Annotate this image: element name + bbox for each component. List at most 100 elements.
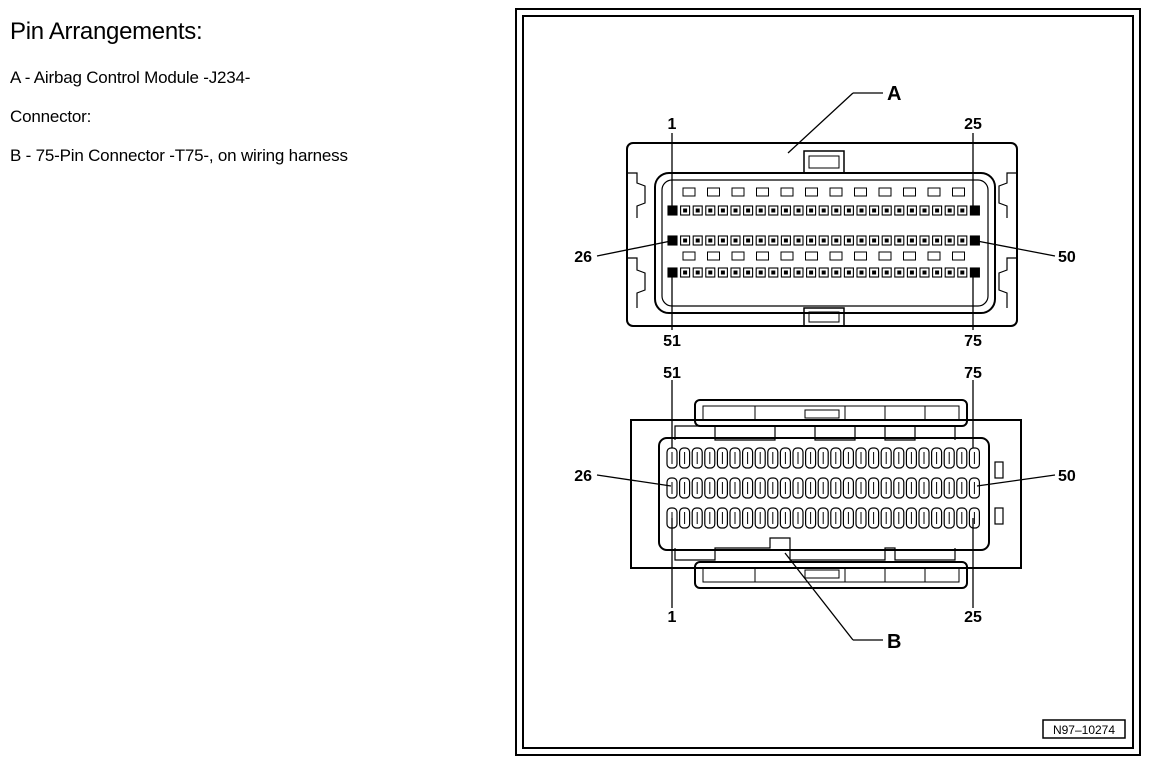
pin-cavity-b [817,447,829,469]
pin-contact-a [947,208,952,213]
pin-contact-a [872,270,877,275]
pin-contact-a [771,208,776,213]
pin-contact-a [846,208,851,213]
pin-cavity-a [743,205,754,216]
pin-contact-a [884,208,889,213]
pin-cavity-a [705,235,716,246]
connector-a-bottom-latch [803,307,845,327]
reference-box [1042,719,1126,739]
connector-text: Connector: [10,107,92,126]
connector-diagram: A 1 25 26 50 51 75 [515,8,1141,756]
pin-cavity-b [931,507,943,529]
pin-contact-a [872,238,877,243]
pin-cavity-b [817,507,829,529]
label-b: B [887,631,901,653]
latch-window-a [731,187,745,197]
pin-cavity-b [931,477,943,499]
pin-cavity-b [855,507,867,529]
outer-frame [515,8,1141,756]
pin-cavity-b [792,477,804,499]
latch-window-a [903,251,916,261]
pin-contact-a [695,238,700,243]
pin-cavity-a [818,205,829,216]
pin-cavity-b [716,447,728,469]
b-pin-label-75: 75 [964,365,982,382]
pin-cavity-b [779,447,791,469]
pin-contact-a [834,270,839,275]
pin-cavity-a [843,205,854,216]
a-pin-label-26: 26 [574,249,592,266]
pin-cavity-a [944,267,955,278]
pin-cavity-b [704,447,716,469]
b-pin-label-25: 25 [964,609,982,626]
pin-cavity-a [919,235,930,246]
pin-cavity-a [705,267,716,278]
pin-contact-a [771,238,776,243]
leader-a [787,92,854,154]
pin-cavity-a [780,267,791,278]
pin-cavity-b [792,447,804,469]
pin-cavity-b [691,447,703,469]
pin-cavity-a [944,235,955,246]
connector-a-pins [667,187,980,278]
pin-cavity-b [918,447,930,469]
connector-a-top-latch [803,150,845,174]
b-pin-label-50: 50 [1058,468,1076,485]
a-pin-label-50: 50 [1058,249,1076,266]
pin-cavity-b [855,477,867,499]
pin-cavity-b [905,507,917,529]
page-title: Pin Arrangements: [10,18,203,45]
pin-cavity-a [768,235,779,246]
latch-window-a [756,251,769,261]
pin-cavity-b [805,477,817,499]
pin-contact-a [884,270,889,275]
pin-cavity-a [843,267,854,278]
pin-cavity-b [742,447,754,469]
pin-cavity-b [868,447,880,469]
pin-contact-a [758,208,763,213]
pin-contact-a [821,208,826,213]
pin-contact-a [809,238,814,243]
pin-cavity-b [956,507,968,529]
connector-b-side-slot-top [994,461,1004,479]
pin-cavity-b [830,447,842,469]
latch-window-a [805,251,818,261]
pin-cavity-b [905,447,917,469]
pin-cavity-b [968,507,980,529]
pin-contact-a [834,238,839,243]
pin-cavity-b [893,507,905,529]
pin-cavity-a [906,267,917,278]
pin-cavity-b [968,447,980,469]
pin-contact-a [846,238,851,243]
pin-cavity-a [780,235,791,246]
pin-cavity-b [792,507,804,529]
pin-contact-a [872,208,877,213]
pin-cavity-a [869,235,880,246]
pin-cavity-b [767,477,779,499]
pin-cavity-b [893,447,905,469]
latch-window-a [854,187,867,197]
pin-cavity-a [957,205,968,216]
pin-cavity-b [767,447,779,469]
connector-a-housing [626,142,1018,327]
pin-cavity-a [906,235,917,246]
pin-cavity-a [919,267,930,278]
leader-a-pin-50 [976,240,1056,257]
pin-cavity-a [806,267,817,278]
pin-contact-a [708,208,713,213]
latch-window-a [682,187,696,197]
pin-contact-a [834,208,839,213]
b-pin-label-1: 1 [668,609,677,626]
pin-cavity-a [932,235,943,246]
pin-cavity-b [880,507,892,529]
latch-window-a [903,187,916,197]
pin-cavity-b [943,447,955,469]
pin-cavity-b [691,477,703,499]
pin-cavity-a [743,235,754,246]
pin-cavity-b [943,507,955,529]
pin-contact-a [758,270,763,275]
pin-cavity-a [755,267,766,278]
pin-cavity-a [818,235,829,246]
pin-cavity-b [704,477,716,499]
pin-cavity-b [956,477,968,499]
